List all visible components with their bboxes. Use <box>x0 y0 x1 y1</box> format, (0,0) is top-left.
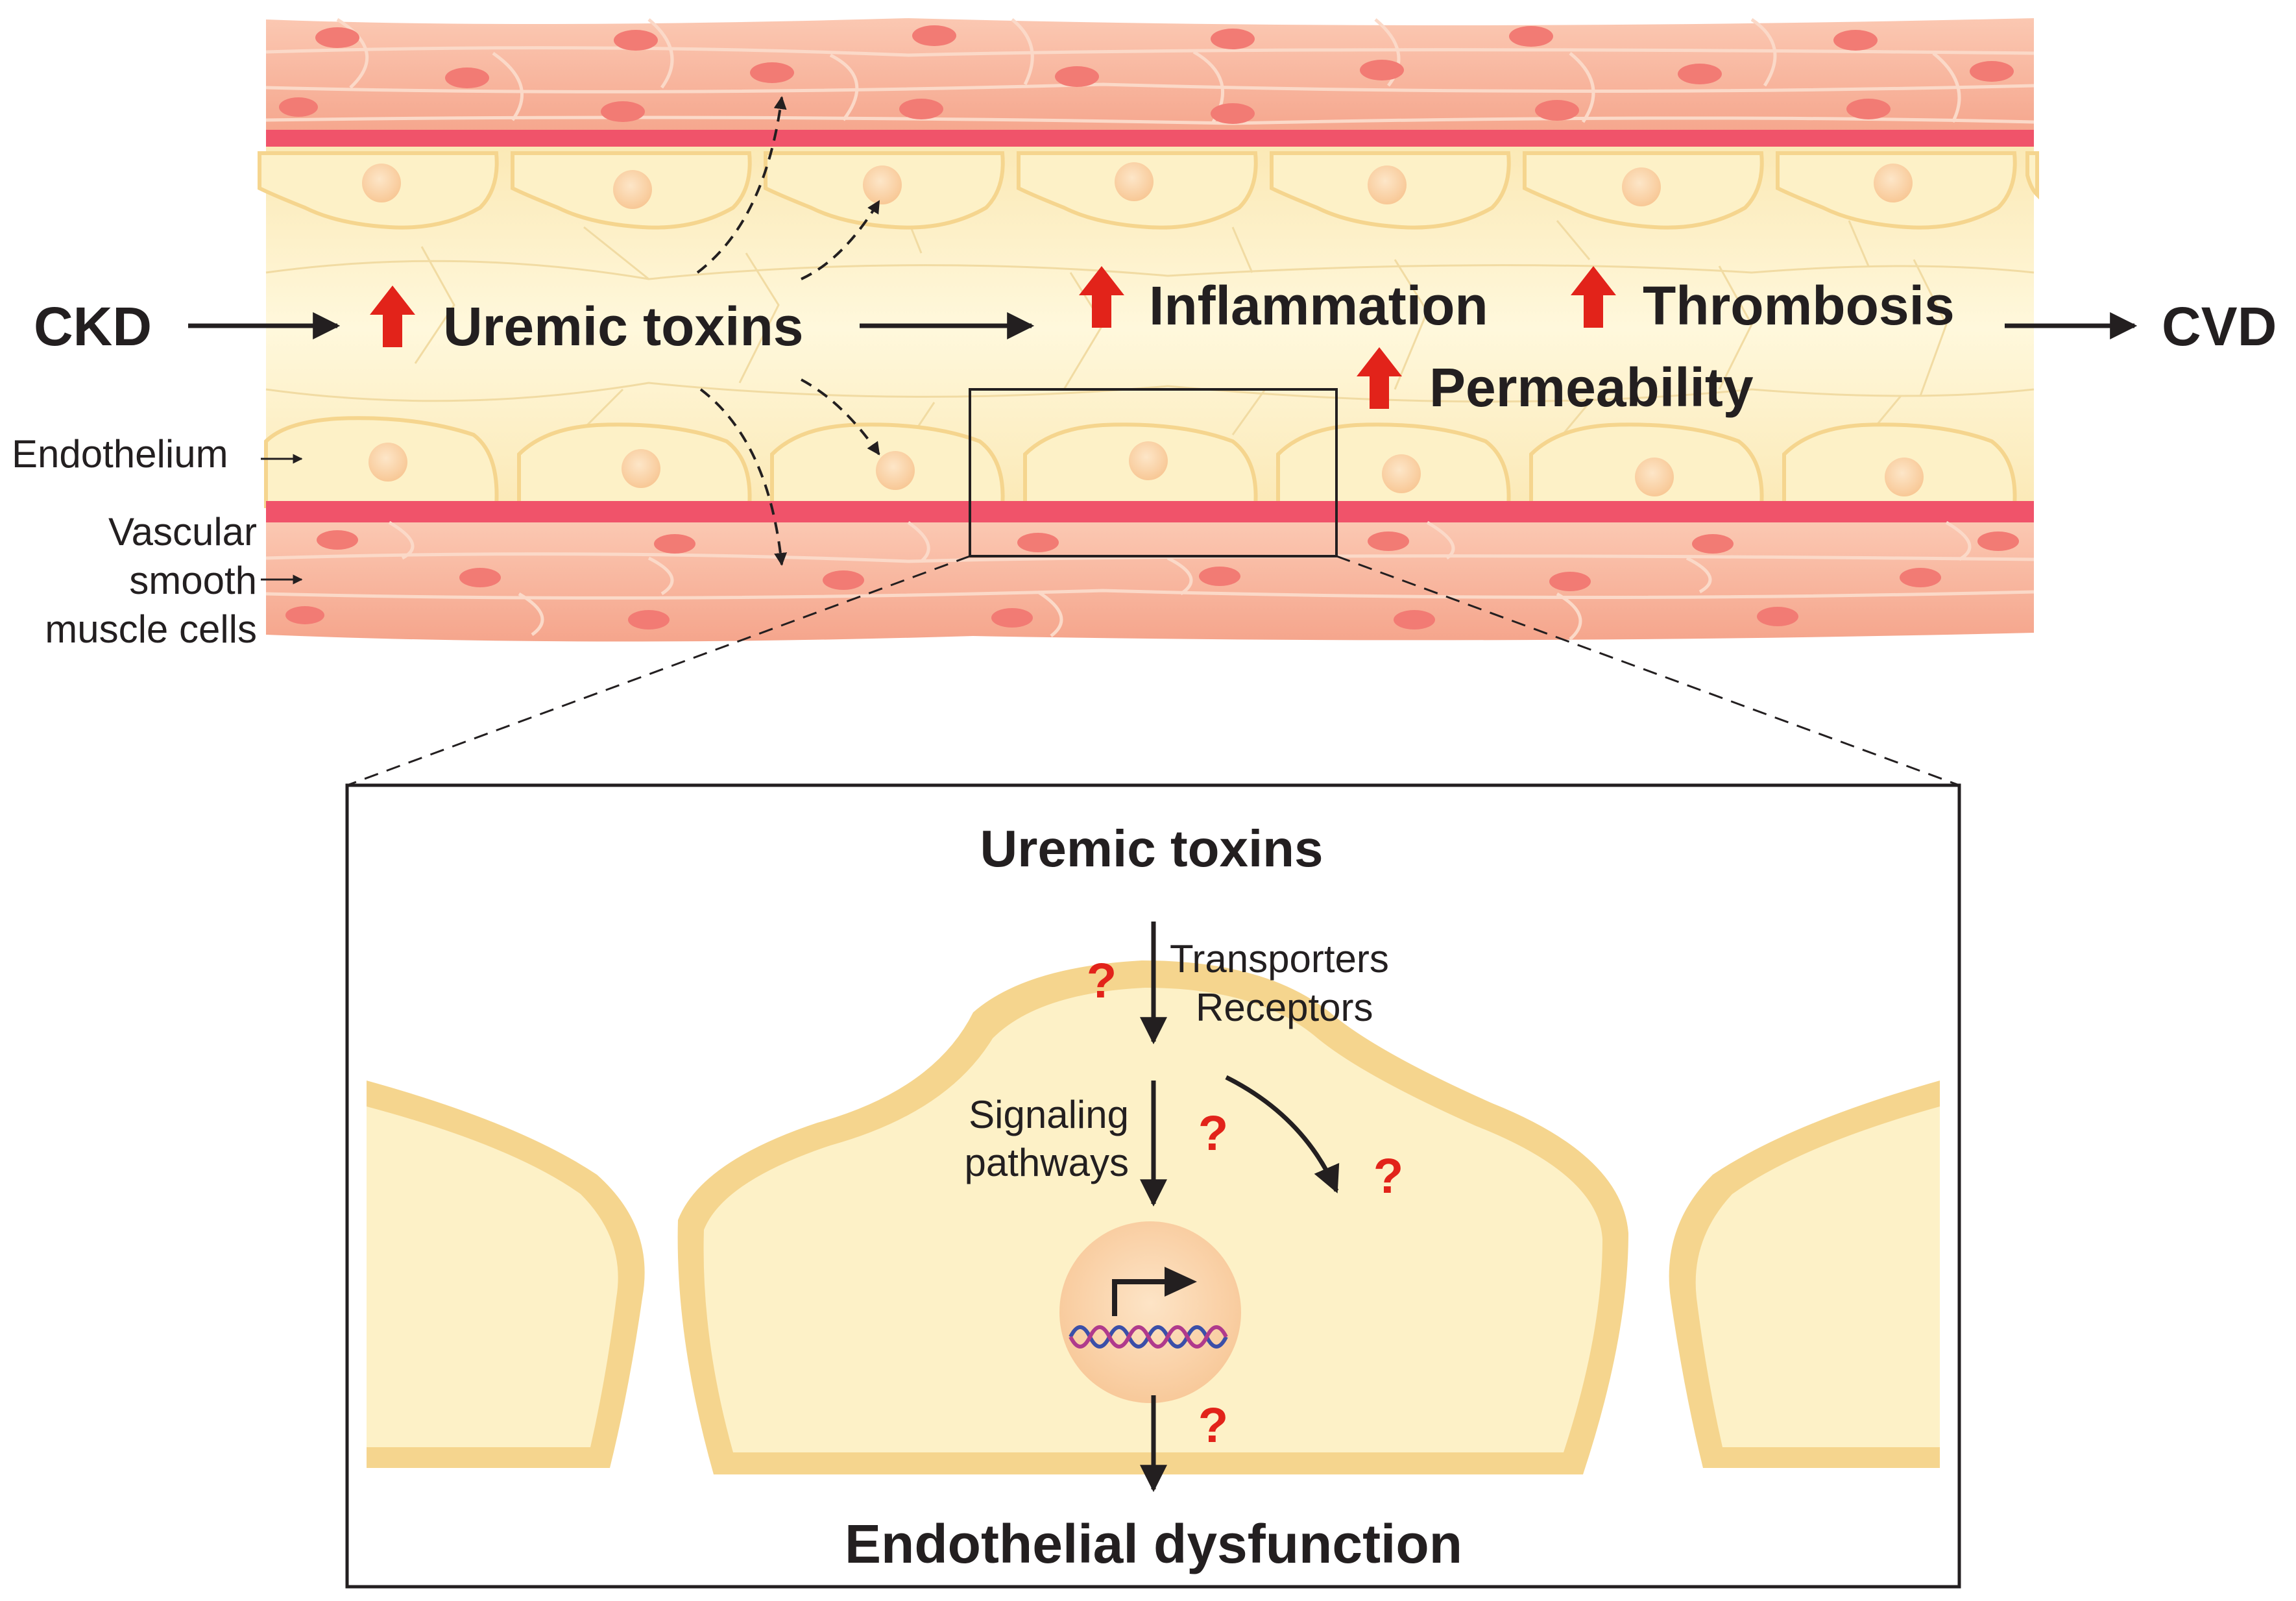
arrow-alternate-pathway <box>1225 1075 1340 1193</box>
question-mark-entry: ? <box>1087 953 1117 1008</box>
smooth-muscle-layer-top <box>265 18 2035 136</box>
up-arrow-thrombosis-icon <box>1571 266 1616 328</box>
endothelial-cells-top <box>258 151 2039 230</box>
zoom-region-box <box>969 388 1338 557</box>
label-signaling-line2: pathways <box>965 1141 1129 1184</box>
question-mark-output: ? <box>1198 1398 1228 1453</box>
transcription-start-icon <box>1112 1279 1168 1316</box>
label-cvd: CVD <box>2162 296 2277 357</box>
blood-vessel-illustration <box>258 18 2039 642</box>
dna-helix-icon <box>1069 1325 1228 1349</box>
toxin-diffusion-arrows <box>696 96 880 566</box>
label-thrombosis: Thrombosis <box>1643 275 1955 336</box>
inset-title-uremic-toxins: Uremic toxins <box>980 820 1323 877</box>
label-inflammation: Inflammation <box>1149 275 1488 336</box>
inset-panel: Uremic toxins Transporters Receptors Sig… <box>345 783 1961 1589</box>
label-vsmc-line1: Vascular <box>108 510 257 554</box>
label-ckd: CKD <box>34 296 152 357</box>
label-vsmc-line2: smooth <box>129 559 257 602</box>
label-endothelial-dysfunction: Endothelial dysfunction <box>845 1513 1462 1574</box>
label-endothelium: Endothelium <box>12 432 228 476</box>
zoom-connector-left <box>346 555 971 787</box>
cell-nucleus <box>1059 1221 1241 1403</box>
up-arrow-uremic-toxins-icon <box>370 286 415 347</box>
vessel-band-bottom <box>266 501 2034 523</box>
question-mark-alternate: ? <box>1373 1149 1403 1204</box>
vessel-band-top <box>266 130 2034 148</box>
up-arrow-inflammation-icon <box>1079 266 1124 328</box>
label-signaling-line1: Signaling <box>969 1093 1129 1136</box>
label-permeability: Permeability <box>1429 357 1754 418</box>
label-transporters: Transporters <box>1170 937 1389 981</box>
question-mark-signaling: ? <box>1198 1106 1228 1161</box>
label-vsmc-line3: muscle cells <box>45 607 257 651</box>
zoom-connector-right <box>1336 555 1960 787</box>
top-flow: CKD Uremic toxins Inflammation Thrombosi… <box>12 96 2277 651</box>
smooth-muscle-layer-bottom <box>265 520 2035 642</box>
label-uremic-toxins: Uremic toxins <box>443 296 804 357</box>
up-arrow-permeability-icon <box>1357 347 1402 409</box>
label-receptors: Receptors <box>1196 986 1373 1029</box>
